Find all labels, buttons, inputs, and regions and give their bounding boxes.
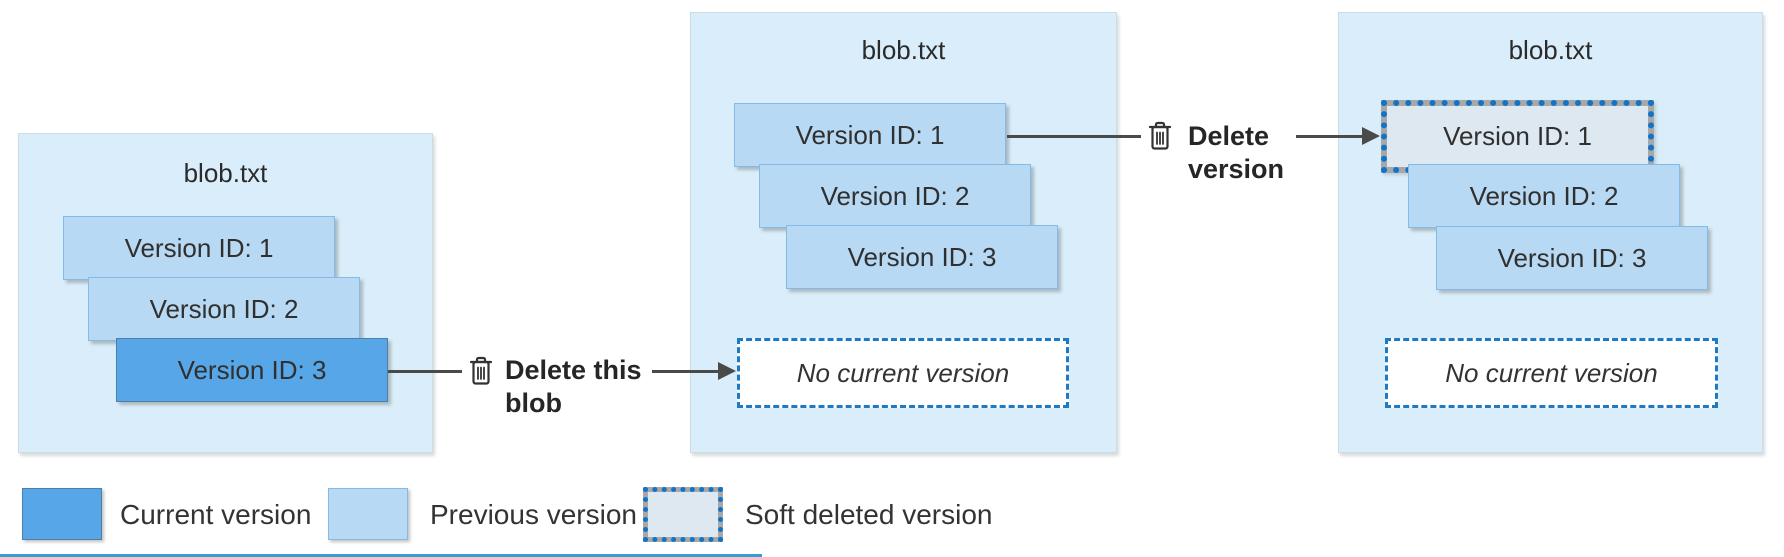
blob-panel-3: blob.txt Version ID: 1 Version ID: 2 Ver…	[1338, 12, 1763, 453]
no-current-version-box: No current version	[1385, 338, 1718, 408]
legend-label-soft-deleted-version: Soft deleted version	[745, 499, 993, 530]
blob-title: blob.txt	[1508, 35, 1593, 65]
delete-this-blob-label: Delete this blob	[505, 354, 642, 420]
trash-icon	[1148, 121, 1172, 150]
blob-panel-2: blob.txt Version ID: 1 Version ID: 2 Ver…	[690, 12, 1117, 453]
connector-line	[1007, 135, 1141, 138]
arrowhead	[1362, 127, 1380, 145]
version-box-previous: Version ID: 2	[88, 277, 360, 341]
version-box-previous: Version ID: 3	[786, 225, 1058, 289]
version-box-previous: Version ID: 2	[1408, 164, 1680, 228]
no-current-version-box: No current version	[737, 338, 1069, 408]
blob-panel-1: blob.txt Version ID: 1 Version ID: 2 Ver…	[18, 133, 433, 453]
label-line-2: blob	[505, 388, 562, 418]
arrow-line	[652, 370, 720, 373]
blob-title: blob.txt	[861, 35, 946, 65]
label-line-1: Delete this	[505, 355, 642, 385]
version-box-previous: Version ID: 1	[734, 103, 1006, 167]
version-box-previous: Version ID: 3	[1436, 226, 1708, 290]
arrow-line	[1296, 135, 1362, 138]
legend-swatch-soft-deleted-version	[643, 487, 723, 542]
version-box-previous: Version ID: 2	[759, 164, 1031, 228]
legend-label-previous-version: Previous version	[430, 499, 637, 530]
label-line-2: version	[1188, 154, 1285, 184]
bottom-edge-line	[0, 554, 762, 557]
delete-version-label: Delete version	[1188, 120, 1284, 186]
legend-swatch-current-version	[22, 488, 102, 540]
legend-label-current-version: Current version	[120, 499, 312, 530]
legend-swatch-previous-version	[328, 488, 408, 540]
version-box-previous: Version ID: 1	[63, 216, 335, 280]
version-box-soft-deleted: Version ID: 1	[1381, 100, 1654, 173]
version-box-current: Version ID: 3	[116, 338, 388, 402]
arrowhead	[718, 362, 736, 380]
label-line-1: Delete	[1188, 121, 1270, 151]
connector-line	[388, 370, 462, 373]
trash-icon	[469, 356, 493, 385]
blob-title: blob.txt	[183, 158, 268, 188]
